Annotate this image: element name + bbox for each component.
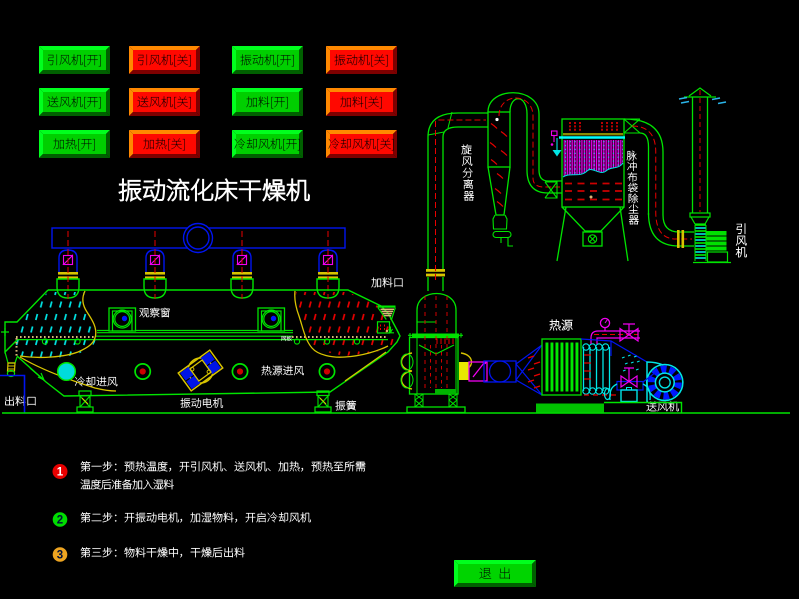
svg-text:3: 3 xyxy=(57,550,63,562)
svg-text:2: 2 xyxy=(57,515,63,527)
svg-text:1: 1 xyxy=(57,467,64,479)
